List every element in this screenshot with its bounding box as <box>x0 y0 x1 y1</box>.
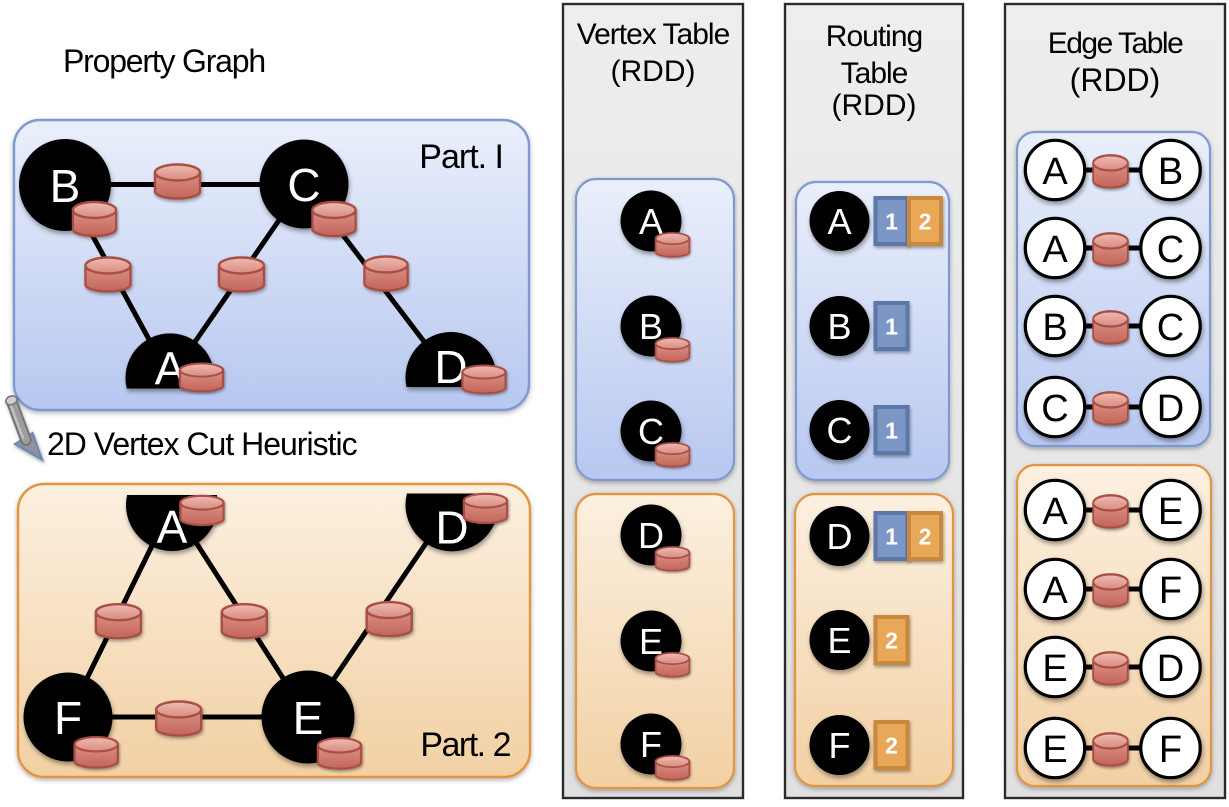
svg-text:E: E <box>293 692 324 744</box>
svg-text:C: C <box>1157 229 1184 271</box>
svg-text:Table: Table <box>841 57 908 90</box>
svg-text:A: A <box>827 201 851 242</box>
svg-text:2: 2 <box>885 628 898 654</box>
svg-text:B: B <box>1158 151 1183 193</box>
svg-text:1: 1 <box>885 314 898 340</box>
svg-text:D: D <box>827 516 853 557</box>
svg-text:2: 2 <box>919 524 932 550</box>
svg-text:(RDD): (RDD) <box>832 89 917 122</box>
svg-text:F: F <box>640 724 662 765</box>
svg-text:(RDD): (RDD) <box>611 55 696 88</box>
svg-text:A: A <box>1042 570 1068 612</box>
svg-text:C: C <box>287 159 320 211</box>
svg-text:F: F <box>1159 570 1182 612</box>
svg-text:1: 1 <box>885 524 898 550</box>
svg-text:Part. I: Part. I <box>419 138 503 176</box>
svg-text:F: F <box>1159 729 1182 771</box>
svg-text:1: 1 <box>885 209 898 235</box>
svg-text:1: 1 <box>885 418 898 444</box>
svg-text:E: E <box>827 620 851 661</box>
svg-text:Routing: Routing <box>826 20 922 53</box>
svg-text:B: B <box>827 306 851 347</box>
svg-text:2: 2 <box>885 733 898 759</box>
svg-text:F: F <box>54 692 82 744</box>
svg-text:Part. 2: Part. 2 <box>420 726 510 764</box>
svg-text:2: 2 <box>919 209 932 235</box>
svg-text:E: E <box>1042 648 1067 690</box>
svg-text:Property Graph: Property Graph <box>63 43 265 79</box>
svg-text:B: B <box>1042 307 1067 349</box>
svg-text:A: A <box>1042 491 1068 533</box>
svg-text:2D Vertex Cut Heuristic: 2D Vertex Cut Heuristic <box>47 426 358 462</box>
svg-text:Edge Table: Edge Table <box>1048 27 1183 60</box>
svg-text:C: C <box>827 410 853 451</box>
svg-text:D: D <box>1157 648 1184 690</box>
svg-text:Vertex Table: Vertex Table <box>577 18 730 51</box>
svg-text:F: F <box>829 725 851 766</box>
svg-text:B: B <box>50 160 81 212</box>
svg-text:E: E <box>1042 729 1067 771</box>
svg-text:D: D <box>1157 388 1184 430</box>
svg-text:(RDD): (RDD) <box>1070 62 1161 98</box>
svg-text:E: E <box>1158 491 1183 533</box>
svg-text:C: C <box>1157 307 1184 349</box>
svg-text:A: A <box>1042 229 1068 271</box>
svg-text:C: C <box>1041 388 1068 430</box>
svg-text:A: A <box>1042 151 1068 193</box>
